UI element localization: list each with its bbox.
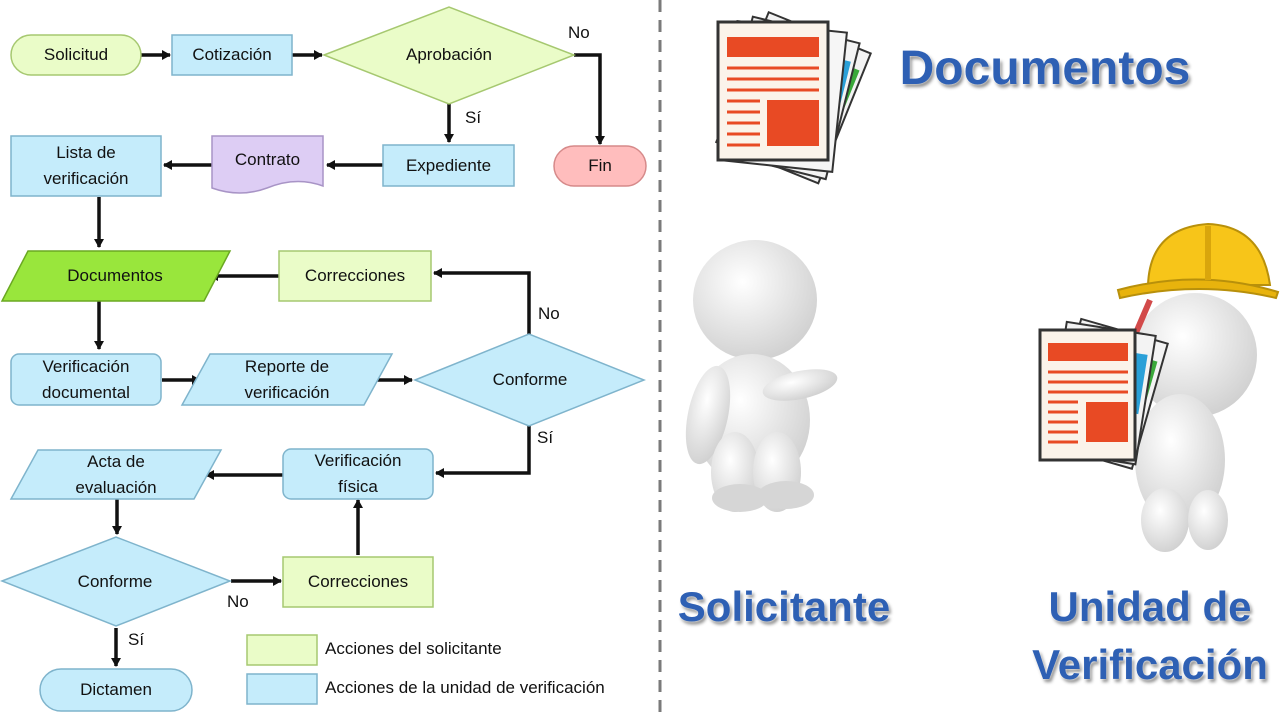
node-acta-evaluacion-label: Acta de evaluación — [75, 451, 157, 497]
node-verificacion-fisica — [282, 448, 434, 500]
node-conforme-1-label: Conforme — [492, 370, 568, 389]
node-reporte-verificacion-label: Reporte de verificación — [244, 356, 330, 402]
node-lista-verificacion-label: Lista de verificación — [43, 143, 129, 188]
node-solicitud-label: Solicitud — [43, 45, 109, 64]
node-correcciones-1 — [278, 250, 432, 302]
node-correcciones-2 — [282, 556, 434, 608]
node-conforme-2-label: Conforme — [77, 572, 153, 591]
node-documentos-label: Documentos — [67, 266, 163, 285]
title-unidad-verificacion: Unidad de Verificación — [1032, 583, 1268, 688]
node-aprobacion — [321, 6, 577, 105]
node-cotizacion — [171, 34, 293, 76]
node-dictamen-label: Dictamen — [80, 680, 152, 699]
legend-swatch-unidad — [246, 673, 318, 705]
node-conforme-2 — [0, 536, 233, 627]
node-lista-verificacion — [10, 135, 162, 197]
title-solicitante: Solicitante — [677, 583, 891, 630]
legend-label-solicitante: Acciones del solicitante — [325, 639, 502, 658]
arrow-conforme1-verificacion-fisica — [435, 426, 531, 478]
legend-swatch-solicitante — [246, 634, 318, 666]
node-fin-label: Fin — [588, 156, 612, 175]
connectors — [94, 50, 605, 667]
node-aprobacion-label: Aprobación — [405, 45, 492, 64]
applicant-figure-icon — [685, 240, 838, 512]
node-verificacion-documental — [10, 353, 162, 406]
node-verificacion-documental-label: Verificación documental — [42, 356, 130, 402]
node-correcciones-2-label: Correcciones — [307, 572, 409, 591]
arrow-aprobacion-fin — [574, 53, 605, 145]
arrow-conforme1-correcciones1 — [433, 268, 531, 334]
edge-label-si-conforme-2: Sí — [128, 630, 145, 649]
edge-label-si-aprobacion: Sí — [465, 108, 482, 127]
node-conforme-1 — [412, 333, 647, 427]
legend-label-unidad: Acciones de la unidad de verificación — [325, 678, 605, 697]
node-contrato-label: Contrato — [234, 150, 301, 169]
node-fin — [553, 145, 647, 187]
node-correcciones-1-label: Correcciones — [304, 266, 406, 285]
edge-label-no-aprobacion: No — [568, 23, 590, 42]
edge-label-no-conforme-1: No — [538, 304, 560, 323]
node-expediente-label: Expediente — [405, 155, 492, 175]
title-documentos: Documentos — [899, 42, 1191, 95]
node-contrato — [211, 135, 324, 194]
node-documentos — [0, 250, 232, 302]
node-dictamen — [39, 668, 193, 712]
inspector-figure-icon — [1038, 222, 1280, 552]
node-reporte-verificacion — [180, 353, 394, 406]
edge-label-si-conforme-1: Sí — [537, 428, 554, 447]
node-verificacion-fisica-label: Verificación física — [314, 451, 402, 496]
documents-icon — [714, 10, 873, 185]
node-cotizacion-label: Cotización — [192, 45, 272, 64]
node-acta-evaluacion — [9, 449, 223, 500]
edge-label-no-conforme-2: No — [227, 592, 249, 611]
node-solicitud — [10, 34, 142, 76]
node-expediente — [382, 144, 515, 187]
